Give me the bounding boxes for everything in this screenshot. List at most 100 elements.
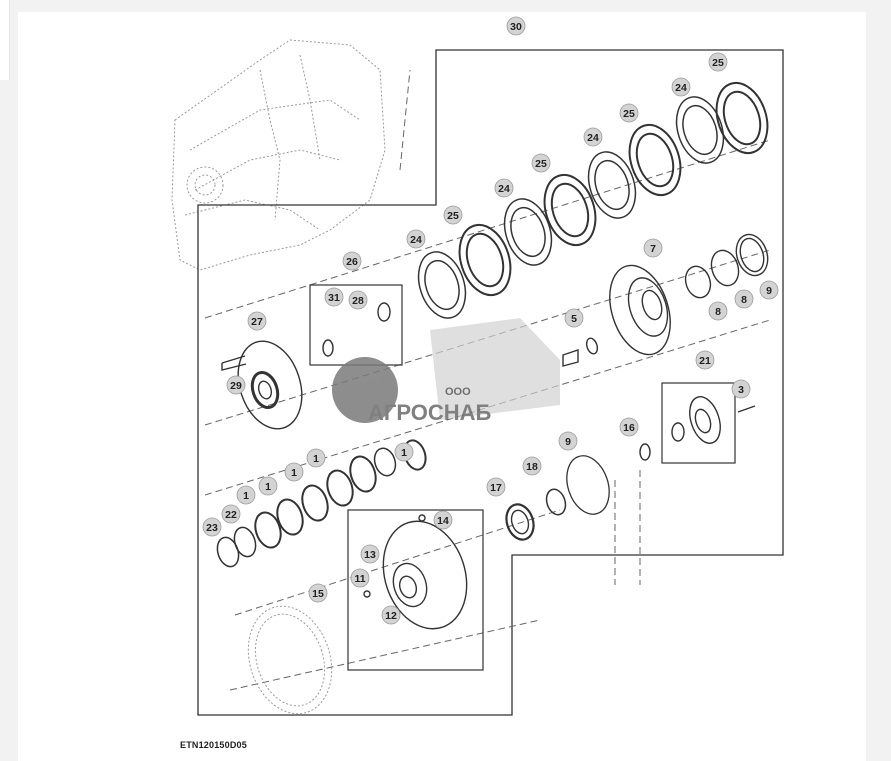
callout-15: 15	[308, 583, 328, 603]
callout-label: 9	[565, 436, 571, 448]
clutch-plates	[417, 81, 769, 319]
callout-label: 1	[291, 467, 297, 479]
callout-29: 29	[226, 375, 246, 395]
left-edge-strip	[0, 0, 10, 80]
callout-label: 24	[410, 234, 422, 246]
callout-bubble	[247, 311, 267, 331]
callout-label: 11	[354, 573, 365, 585]
assembly-outline	[197, 49, 784, 716]
callout-3: 3	[731, 379, 751, 399]
callout-16: 16	[619, 417, 639, 437]
callout-31: 31	[324, 287, 344, 307]
callout-label: 25	[535, 158, 547, 170]
callout-bubble	[619, 417, 639, 437]
callout-bubble	[360, 544, 380, 564]
callout-1: 1	[394, 442, 414, 462]
callout-1: 1	[258, 476, 278, 496]
callout-11: 11	[350, 568, 370, 588]
callout-bubble	[619, 103, 639, 123]
callout-label: 26	[346, 256, 358, 268]
group-21-parts	[639, 396, 756, 461]
callout-label: 13	[364, 549, 376, 561]
callout-bubble	[734, 289, 754, 309]
callout-bubble	[342, 251, 362, 271]
callout-bubble	[394, 442, 414, 462]
watermark: ООО АГРОСНАБ	[332, 318, 560, 425]
callout-label: 30	[510, 21, 522, 33]
callout-bubble	[406, 229, 426, 249]
callout-bubble	[695, 350, 715, 370]
callout-26: 26	[342, 251, 362, 271]
callout-bubble	[236, 485, 256, 505]
callout-9: 9	[759, 280, 779, 300]
callout-14: 14	[433, 510, 453, 530]
callout-bubble	[671, 77, 691, 97]
callout-label: 8	[715, 306, 721, 318]
callout-label: 31	[328, 292, 340, 304]
callout-8: 8	[734, 289, 754, 309]
callout-bubble	[643, 238, 663, 258]
callout-1: 1	[306, 448, 326, 468]
callout-bubble	[564, 308, 584, 328]
callout-bubble	[433, 510, 453, 530]
gasket-sketch	[247, 605, 333, 715]
callout-label: 24	[498, 183, 510, 195]
seals	[505, 455, 610, 541]
callout-bubble	[486, 477, 506, 497]
diagram-code: ETN120150D05	[180, 740, 247, 750]
watermark-brand: АГРОСНАБ	[368, 400, 492, 425]
callout-bubble	[381, 605, 401, 625]
callout-12: 12	[381, 605, 401, 625]
callout-label: 1	[401, 447, 407, 459]
callout-label: 5	[571, 313, 577, 325]
callout-label: 24	[675, 82, 687, 94]
callout-bubble	[284, 462, 304, 482]
callout-7: 7	[643, 238, 663, 258]
callout-label: 25	[712, 57, 724, 69]
callout-label: 1	[265, 481, 271, 493]
assembly-axes	[204, 69, 771, 691]
callout-bubble	[202, 517, 222, 537]
callout-label: 15	[312, 588, 324, 600]
cover-assembly	[221, 302, 391, 430]
callout-8: 8	[708, 301, 728, 321]
callout-bubble	[258, 476, 278, 496]
callout-bubble	[731, 379, 751, 399]
callout-23: 23	[202, 517, 222, 537]
piston-assembly	[562, 233, 769, 367]
callout-bubble	[759, 280, 779, 300]
callout-label: 28	[352, 295, 364, 307]
callout-label: 12	[385, 610, 397, 622]
callout-25: 25	[619, 103, 639, 123]
callout-bubble	[348, 290, 368, 310]
callout-bubble	[506, 16, 526, 36]
callout-label: 17	[490, 482, 502, 494]
callout-bubble	[708, 52, 728, 72]
callout-label: 25	[447, 210, 459, 222]
callout-label: 27	[251, 316, 263, 328]
callout-label: 9	[766, 285, 772, 297]
callout-25: 25	[443, 205, 463, 225]
callout-label: 22	[225, 509, 237, 521]
callout-label: 18	[526, 461, 538, 473]
callout-21: 21	[695, 350, 715, 370]
callout-bubble	[558, 431, 578, 451]
callout-bubble	[350, 568, 370, 588]
pump-housing	[363, 514, 468, 630]
callout-17: 17	[486, 477, 506, 497]
callout-30: 30	[506, 16, 526, 36]
callout-1: 1	[284, 462, 304, 482]
callout-1: 1	[236, 485, 256, 505]
callout-bubble	[221, 504, 241, 524]
callout-label: 1	[313, 453, 319, 465]
callout-5: 5	[564, 308, 584, 328]
watermark-prefix: ООО	[445, 386, 471, 398]
callout-bubble	[531, 153, 551, 173]
callout-label: 3	[738, 384, 744, 396]
callout-24: 24	[494, 178, 514, 198]
callout-13: 13	[360, 544, 380, 564]
callout-bubble	[308, 583, 328, 603]
callout-25: 25	[708, 52, 728, 72]
